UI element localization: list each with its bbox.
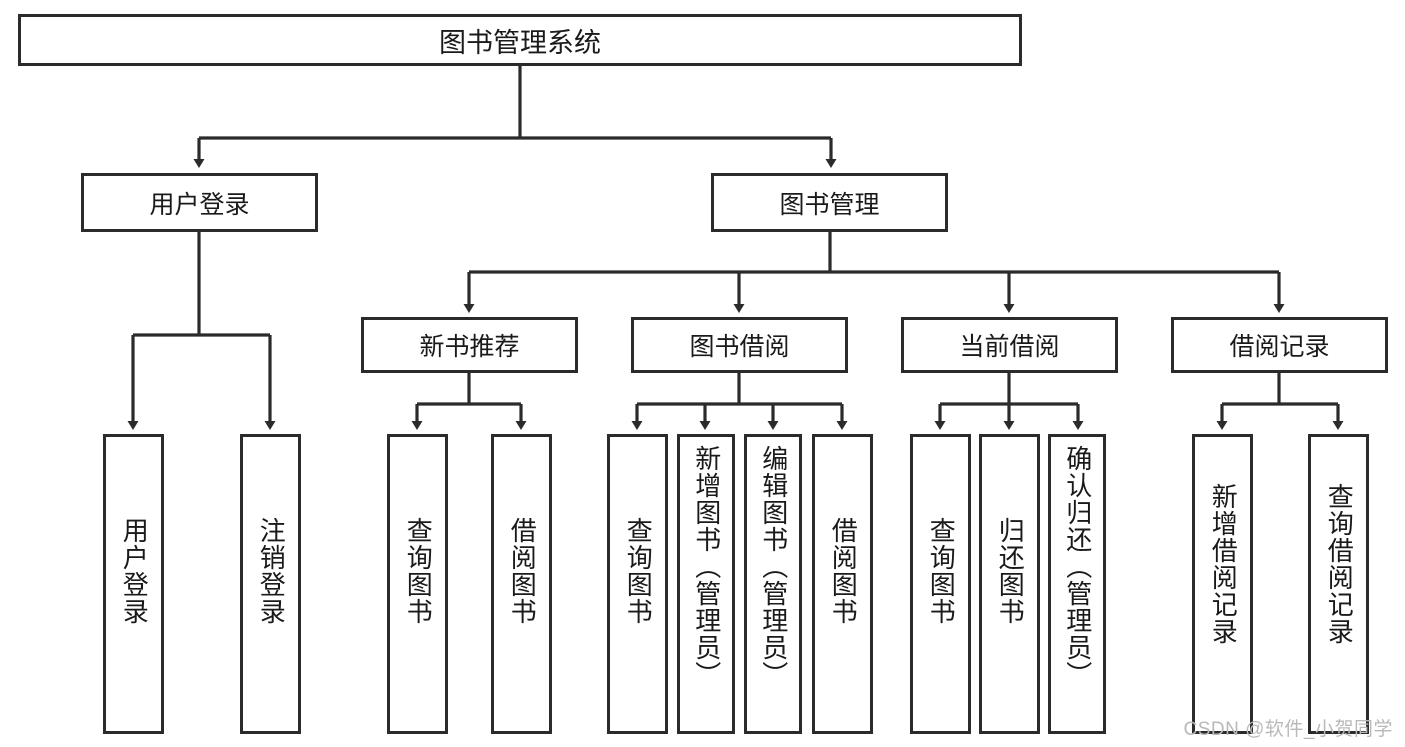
node-label: 查询图书 [403, 517, 434, 625]
node-label: 用户登录 [149, 190, 250, 219]
leaf-book-borrow-borrow-book[interactable]: 借阅图书 [812, 434, 873, 734]
leaf-new-book-query-book[interactable]: 查询图书 [387, 434, 448, 734]
leaf-user-login-sign-in[interactable]: 用户登录 [103, 434, 164, 734]
node-label: 图书借阅 [689, 333, 790, 361]
node-label: 借阅记录 [1229, 333, 1330, 361]
node-current-borrow[interactable]: 当前借阅 [901, 317, 1118, 373]
node-label: 查询图书 [623, 517, 654, 625]
csdn-watermark: CSDN @软件_小贺同学 [1183, 719, 1393, 740]
node-borrow-record[interactable]: 借阅记录 [1171, 317, 1388, 373]
node-label: 新增图书（管理员） [691, 445, 722, 688]
node-label: 查询图书 [926, 517, 957, 625]
node-label: 用户登录 [119, 517, 150, 625]
node-label: 当前借阅 [959, 333, 1060, 361]
node-label: 确认归还（管理员） [1062, 445, 1093, 688]
leaf-borrow-record-add-record[interactable]: 新增借阅记录 [1192, 434, 1253, 734]
node-label: 新书推荐 [419, 333, 520, 361]
node-label: 图书管理系统 [439, 27, 601, 58]
node-book-borrow[interactable]: 图书借阅 [631, 317, 848, 373]
node-new-book-recommend[interactable]: 新书推荐 [361, 317, 578, 373]
node-label: 借阅图书 [828, 517, 859, 625]
leaf-new-book-borrow-book[interactable]: 借阅图书 [491, 434, 552, 734]
node-label: 编辑图书（管理员） [758, 445, 789, 688]
node-label: 查询借阅记录 [1324, 483, 1355, 645]
leaf-user-login-sign-out[interactable]: 注销登录 [240, 434, 301, 734]
leaf-book-borrow-edit-book-admin[interactable]: 编辑图书（管理员） [744, 434, 802, 734]
leaf-current-borrow-confirm-return-admin[interactable]: 确认归还（管理员） [1048, 434, 1106, 734]
node-user-login[interactable]: 用户登录 [81, 173, 318, 232]
leaf-current-borrow-query-book[interactable]: 查询图书 [910, 434, 971, 734]
leaf-current-borrow-return-book[interactable]: 归还图书 [979, 434, 1040, 734]
node-label: 借阅图书 [507, 517, 538, 625]
node-label: 注销登录 [256, 517, 287, 625]
leaf-borrow-record-query-record[interactable]: 查询借阅记录 [1308, 434, 1369, 734]
node-root-book-management-system[interactable]: 图书管理系统 [18, 14, 1022, 66]
leaf-book-borrow-query-book[interactable]: 查询图书 [607, 434, 668, 734]
node-label: 新增借阅记录 [1208, 483, 1239, 645]
node-label: 归还图书 [995, 517, 1026, 625]
node-label: 图书管理 [779, 190, 880, 219]
node-book-management[interactable]: 图书管理 [711, 173, 948, 232]
leaf-book-borrow-add-book-admin[interactable]: 新增图书（管理员） [677, 434, 735, 734]
